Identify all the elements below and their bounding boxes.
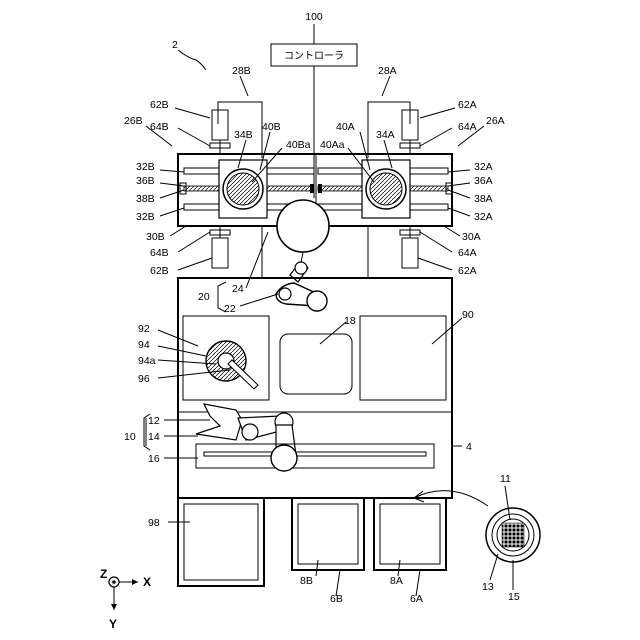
label-4: 4 xyxy=(466,441,472,453)
label-28B: 28B xyxy=(232,65,251,77)
label-64A-top: 64A xyxy=(458,121,477,133)
wafer-unit xyxy=(414,491,540,562)
axis-y: Y xyxy=(109,617,117,631)
label-32B-2: 32B xyxy=(136,211,155,223)
label-36B: 36B xyxy=(136,175,155,187)
label-98: 98 xyxy=(148,517,160,529)
label-12: 12 xyxy=(148,415,160,427)
label-64B-top: 64B xyxy=(150,121,169,133)
label-26B: 26B xyxy=(124,115,143,127)
bottom-units xyxy=(178,498,446,586)
label-11: 11 xyxy=(500,473,511,485)
axis-z: Z xyxy=(100,567,107,581)
label-94: 94 xyxy=(138,339,150,351)
label-36A: 36A xyxy=(474,175,493,187)
label-64B-bot: 64B xyxy=(150,247,169,259)
label-32A-1: 32A xyxy=(474,161,493,173)
label-62A-bot: 62A xyxy=(458,265,477,277)
label-28A: 28A xyxy=(378,65,397,77)
label-62A-top: 62A xyxy=(458,99,477,111)
label-16: 16 xyxy=(148,453,160,465)
label-26A: 26A xyxy=(486,115,505,127)
label-64A-bot: 64A xyxy=(458,247,477,259)
label-8B: 8B xyxy=(300,575,313,587)
axis-x: X xyxy=(143,575,151,589)
label-13: 13 xyxy=(482,581,494,593)
label-14: 14 xyxy=(148,431,160,443)
controller-ref: 100 xyxy=(305,11,323,23)
label-40Aa: 40Aa xyxy=(320,139,345,151)
label-92: 92 xyxy=(138,323,150,335)
axis-triad: Z X Y xyxy=(100,567,151,631)
label-20: 20 xyxy=(198,291,210,303)
label-90: 90 xyxy=(462,309,474,321)
label-40A: 40A xyxy=(336,121,355,133)
label-34A: 34A xyxy=(376,129,395,141)
label-22: 22 xyxy=(224,303,236,315)
label-40Ba: 40Ba xyxy=(286,139,311,151)
controller-label: コントローラ xyxy=(284,50,344,62)
system-label: 2 xyxy=(172,39,178,51)
label-6A: 6A xyxy=(410,593,423,605)
upper-module xyxy=(178,102,452,278)
label-30B: 30B xyxy=(146,231,165,243)
label-18: 18 xyxy=(344,315,356,327)
label-34B: 34B xyxy=(234,129,253,141)
label-24: 24 xyxy=(232,283,244,295)
label-94a: 94a xyxy=(138,355,156,367)
label-10: 10 xyxy=(124,431,136,443)
label-8A: 8A xyxy=(390,575,403,587)
label-32B-1: 32B xyxy=(136,161,155,173)
label-40B: 40B xyxy=(262,121,281,133)
label-62B-bot: 62B xyxy=(150,265,169,277)
label-38B: 38B xyxy=(136,193,155,205)
label-62B-top: 62B xyxy=(150,99,169,111)
label-96: 96 xyxy=(138,373,150,385)
label-15: 15 xyxy=(508,591,520,603)
label-6B: 6B xyxy=(330,593,343,605)
transfer-unit xyxy=(276,200,329,311)
label-30A: 30A xyxy=(462,231,481,243)
label-38A: 38A xyxy=(474,193,493,205)
label-32A-2: 32A xyxy=(474,211,493,223)
